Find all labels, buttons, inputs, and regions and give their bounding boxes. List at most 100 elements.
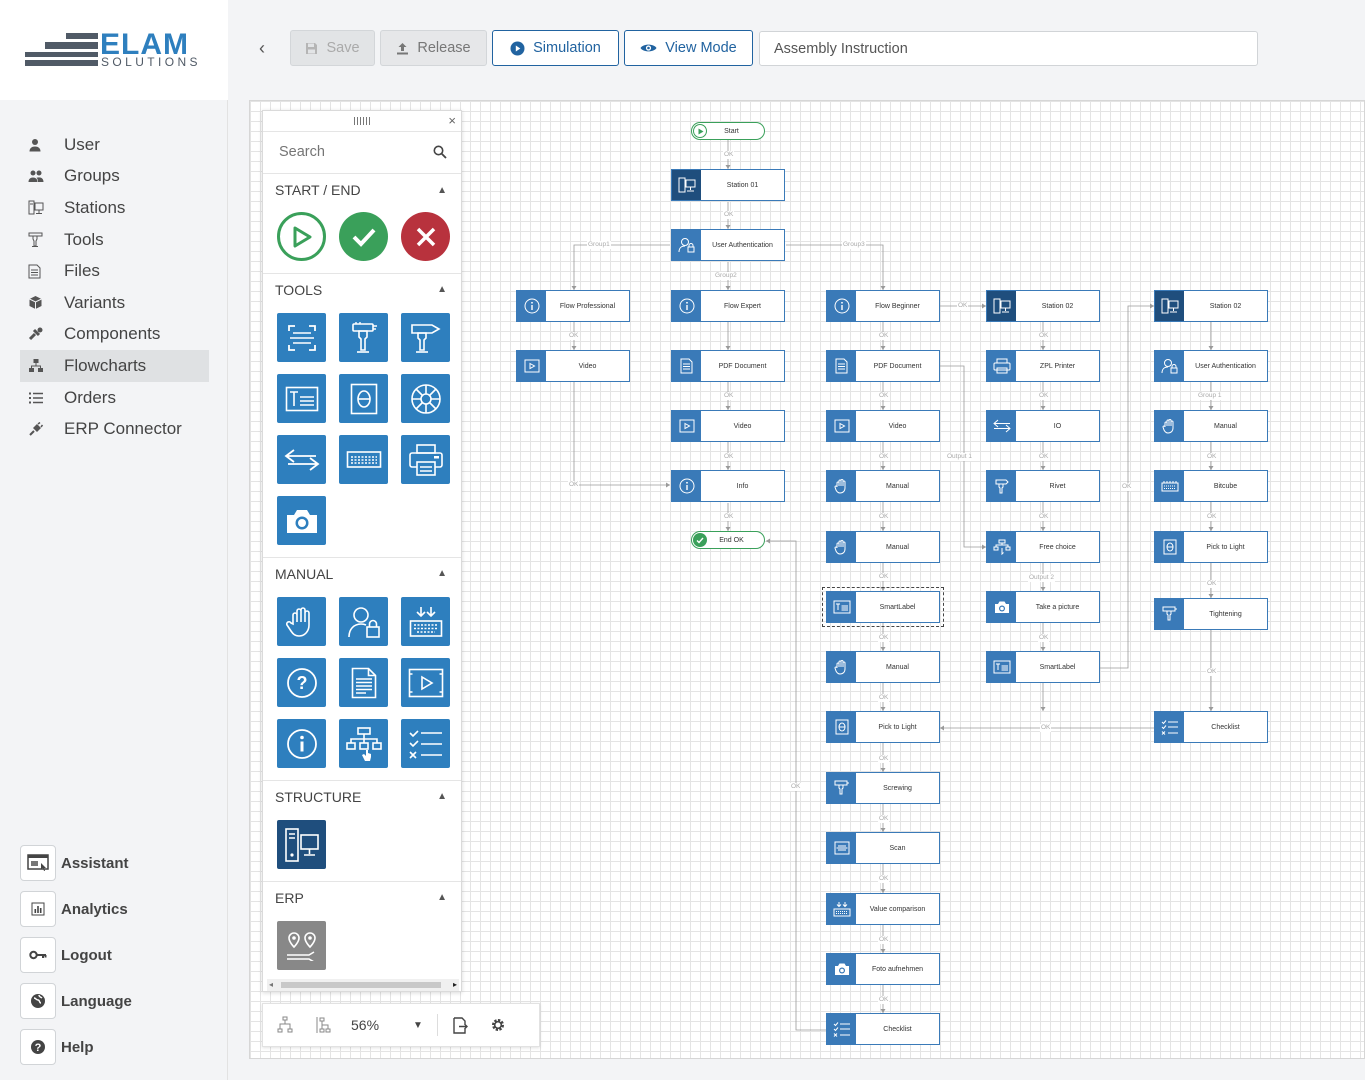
flow-node-video[interactable]: Video bbox=[516, 350, 630, 382]
flow-node-user-authentication[interactable]: User Authentication bbox=[1154, 350, 1268, 382]
flow-node-checklist[interactable]: Checklist bbox=[826, 1013, 940, 1045]
tile-erp[interactable] bbox=[277, 921, 326, 970]
flow-node-rivet[interactable]: Rivet bbox=[986, 470, 1100, 502]
tile-pdf-document[interactable] bbox=[339, 658, 388, 707]
tile-rivet[interactable] bbox=[401, 313, 450, 362]
tile-bitcube[interactable] bbox=[401, 374, 450, 423]
flow-node-free-choice[interactable]: Free choice bbox=[986, 531, 1100, 563]
flow-node-station[interactable]: Station 02 bbox=[986, 290, 1100, 322]
tile-printer[interactable] bbox=[401, 435, 450, 484]
flow-node-video[interactable]: Video bbox=[826, 410, 940, 442]
settings-gear-icon[interactable] bbox=[490, 1017, 506, 1033]
logout-button[interactable]: Logout bbox=[20, 932, 132, 978]
tile-free-choice[interactable] bbox=[339, 719, 388, 768]
export-icon[interactable] bbox=[452, 1016, 468, 1034]
nav-item-tools[interactable]: Tools bbox=[20, 224, 209, 256]
back-chevron-icon[interactable]: ‹ bbox=[259, 38, 265, 58]
logo[interactable]: ELAM SOLUTIONS bbox=[0, 0, 228, 100]
tile-camera[interactable] bbox=[277, 496, 326, 545]
flow-node-pdf-document[interactable]: PDF Document bbox=[671, 350, 785, 382]
section-structure[interactable]: STRUCTURE▲ bbox=[263, 780, 461, 812]
flow-node-screwing[interactable]: Screwing bbox=[826, 772, 940, 804]
flow-node-pick-to-light[interactable]: Pick to Light bbox=[826, 711, 940, 743]
section-erp[interactable]: ERP▲ bbox=[263, 881, 461, 913]
tile-user-authentication[interactable] bbox=[339, 597, 388, 646]
flow-node-bitcube[interactable]: Bitcube bbox=[1154, 470, 1268, 502]
scrollbar-thumb[interactable] bbox=[281, 982, 441, 988]
tile-pick-to-light[interactable] bbox=[339, 374, 388, 423]
nav-item-user[interactable]: User bbox=[20, 129, 209, 161]
flow-node-zpl-printer[interactable]: ZPL Printer bbox=[986, 350, 1100, 382]
search-input[interactable] bbox=[279, 144, 419, 160]
nav-item-groups[interactable]: Groups bbox=[20, 161, 209, 193]
help-button[interactable]: ?Help bbox=[20, 1024, 132, 1070]
flow-node-tightening[interactable]: Tightening bbox=[1154, 598, 1268, 630]
nav-item-erp-connector[interactable]: ERP Connector bbox=[20, 413, 209, 445]
simulation-button[interactable]: Simulation bbox=[492, 30, 619, 66]
tile-scan[interactable] bbox=[277, 313, 326, 362]
section-tools[interactable]: TOOLS▲ bbox=[263, 273, 461, 305]
nav-item-orders[interactable]: Orders bbox=[20, 382, 209, 414]
tile-video[interactable] bbox=[401, 658, 450, 707]
flow-node-user-authentication[interactable]: User Authentication bbox=[671, 229, 785, 261]
search-icon[interactable] bbox=[433, 145, 447, 159]
view-mode-button[interactable]: View Mode bbox=[624, 30, 753, 66]
flow-node-smartlabel[interactable]: SmartLabel bbox=[822, 587, 944, 627]
close-icon[interactable]: × bbox=[448, 113, 456, 128]
flow-node-value-comparison[interactable]: Value comparison bbox=[826, 893, 940, 925]
drag-handle-icon[interactable] bbox=[354, 117, 370, 125]
end-ok-node[interactable]: End OK bbox=[691, 531, 765, 549]
section-manual[interactable]: MANUAL▲ bbox=[263, 557, 461, 589]
flow-node-pdf-document[interactable]: PDF Document bbox=[826, 350, 940, 382]
flow-node-manual[interactable]: Manual bbox=[826, 531, 940, 563]
flow-node-video[interactable]: Video bbox=[671, 410, 785, 442]
tile-keyboard[interactable] bbox=[339, 435, 388, 484]
tile-info[interactable] bbox=[277, 719, 326, 768]
nav-item-flowcharts[interactable]: Flowcharts bbox=[20, 350, 209, 382]
nav-item-variants[interactable]: Variants bbox=[20, 287, 209, 319]
nav-item-components[interactable]: Components bbox=[20, 319, 209, 351]
flowchart-title-input[interactable] bbox=[759, 31, 1258, 66]
tile-manual[interactable] bbox=[277, 597, 326, 646]
flow-node-manual[interactable]: Manual bbox=[826, 651, 940, 683]
flow-node-pick-to-light[interactable]: Pick to Light bbox=[1154, 531, 1268, 563]
flow-node-manual[interactable]: Manual bbox=[1154, 410, 1268, 442]
start-node[interactable]: Start bbox=[691, 122, 765, 140]
tile-io[interactable] bbox=[277, 435, 326, 484]
assistant-button[interactable]: Assistant bbox=[20, 840, 132, 886]
zoom-dropdown-chevron-icon[interactable]: ▼ bbox=[413, 1019, 423, 1031]
save-button[interactable]: Save bbox=[290, 30, 375, 66]
section-start-end[interactable]: START / END▲ bbox=[275, 182, 447, 198]
flow-node-checklist[interactable]: Checklist bbox=[1154, 711, 1268, 743]
tile-value-comparison[interactable] bbox=[401, 597, 450, 646]
flow-node-flow-professional[interactable]: Flow Professional bbox=[516, 290, 630, 322]
flow-node-take-a-picture[interactable]: Take a picture bbox=[986, 591, 1100, 623]
flow-node-station[interactable]: Station 02 bbox=[1154, 290, 1268, 322]
analytics-button[interactable]: Analytics bbox=[20, 886, 132, 932]
flow-node-flow-expert[interactable]: Flow Expert bbox=[671, 290, 785, 322]
layout-tree-icon[interactable] bbox=[277, 1016, 293, 1034]
palette-header[interactable]: × bbox=[263, 111, 461, 132]
flow-node-scan[interactable]: Scan bbox=[826, 832, 940, 864]
end-ok-tile[interactable] bbox=[339, 212, 388, 261]
tile-smartlabel[interactable] bbox=[277, 374, 326, 423]
release-button[interactable]: Release bbox=[380, 30, 487, 66]
flow-node-manual[interactable]: Manual bbox=[826, 470, 940, 502]
flow-node-station[interactable]: Station 01 bbox=[671, 169, 785, 201]
tile-screwing[interactable] bbox=[339, 313, 388, 362]
language-button[interactable]: Language bbox=[20, 978, 132, 1024]
nav-item-stations[interactable]: Stations bbox=[20, 192, 209, 224]
flow-node-flow-beginner[interactable]: Flow Beginner bbox=[826, 290, 940, 322]
flow-node-smartlabel[interactable]: SmartLabel bbox=[986, 651, 1100, 683]
end-nok-tile[interactable] bbox=[401, 212, 450, 261]
flow-node-foto-aufnehmen[interactable]: Foto aufnehmen bbox=[826, 953, 940, 985]
flow-node-info[interactable]: Info bbox=[671, 470, 785, 502]
tile-question[interactable]: ? bbox=[277, 658, 326, 707]
layout-vertical-icon[interactable] bbox=[315, 1016, 331, 1034]
palette-scrollbar[interactable]: ◂ ▸ bbox=[267, 979, 459, 991]
tile-station[interactable] bbox=[277, 820, 326, 869]
flow-node-io[interactable]: IO bbox=[986, 410, 1100, 442]
start-node-tile[interactable] bbox=[277, 212, 326, 261]
tile-checklist[interactable] bbox=[401, 719, 450, 768]
nav-item-files[interactable]: Files bbox=[20, 255, 209, 287]
